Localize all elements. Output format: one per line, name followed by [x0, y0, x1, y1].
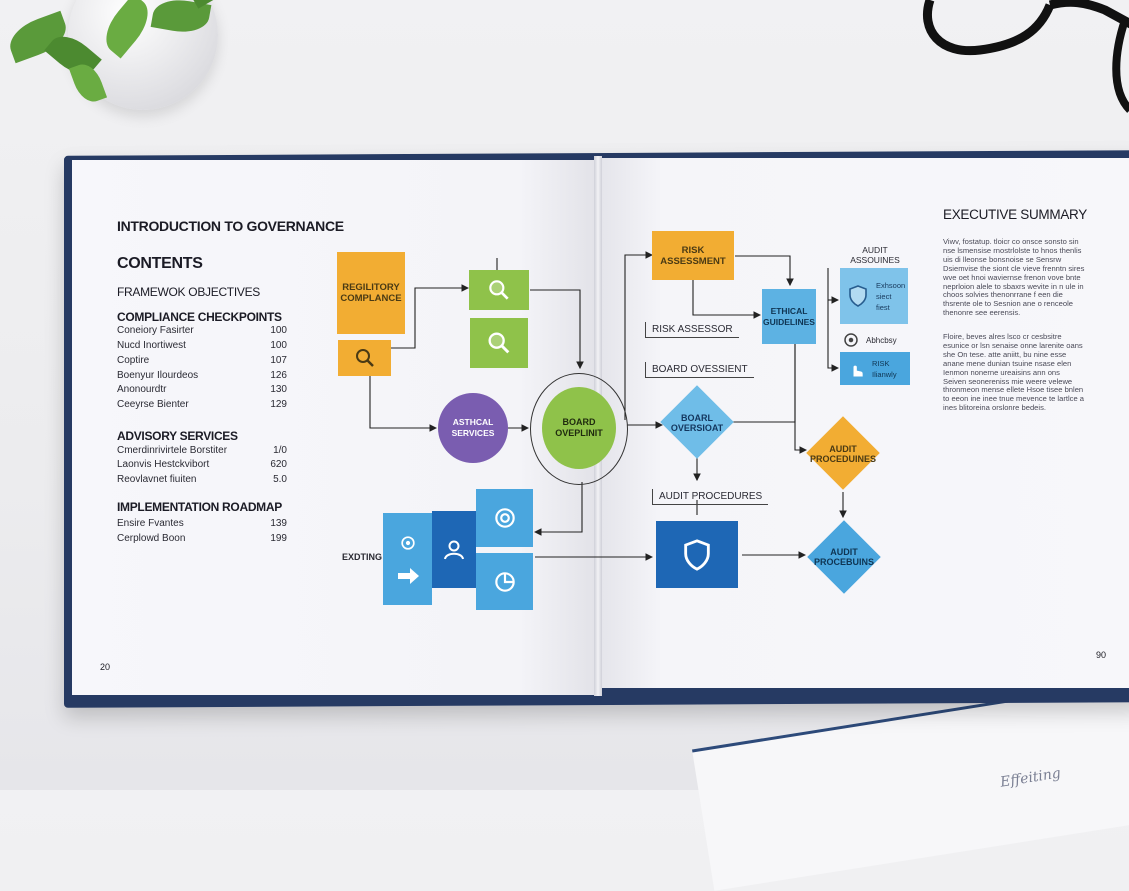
- arrow-right-icon: [397, 568, 419, 584]
- framework-heading: FRAMEWOK OBJECTIVES: [117, 285, 260, 299]
- shield-icon: [849, 285, 867, 307]
- left-page-title: INTRODUCTION TO GOVERNANCE: [117, 218, 344, 234]
- executive-summary-title: EXECUTIVE SUMMARY: [943, 207, 1087, 222]
- audit-item-row: Abhcbsy: [842, 331, 897, 349]
- pie-chart-icon: [494, 571, 515, 592]
- shield-tile: [656, 521, 738, 588]
- board-oversight-ring: [530, 373, 628, 485]
- audit-procedures-diamond-bottom-label: AUDIT PROCEBUINS: [813, 547, 874, 567]
- board-oversight-circle: BOARD OVEPLINIT: [542, 387, 616, 469]
- eyeglasses: [922, 0, 1129, 113]
- magnifier-icon: [489, 280, 509, 300]
- search-tile-green: [469, 270, 529, 310]
- regulatory-compliance-box: REGILITORY COMPLANCE: [337, 252, 405, 334]
- shield-icon: [684, 538, 710, 571]
- search-tile: [338, 340, 391, 376]
- board-oversight-diamond-label: BOARL OVERSIOAT: [670, 413, 724, 433]
- contents-heading: CONTENTS: [117, 255, 203, 272]
- magnifier-icon: [488, 332, 510, 354]
- gear-icon: [400, 536, 415, 550]
- compliance-heading: COMPLIANCE CHECKPOINTS: [117, 310, 282, 324]
- audit-assurances-title: AUDIT ASSOUINES: [850, 245, 900, 265]
- right-page-number: 90: [1096, 650, 1107, 660]
- summary-paragraph-1: Viwv, fostatup. tloicr co onsce sonsto s…: [943, 237, 1085, 318]
- audit-procedures-diamond-top-label: AUDIT PROCEDUINES: [810, 444, 877, 464]
- advisory-heading: ADVISORY SERVICES: [117, 429, 238, 443]
- hand-pointer-icon: [853, 365, 863, 376]
- target-icon: [494, 508, 515, 528]
- risk-tile: RISK Ilianwly: [840, 352, 910, 385]
- magnifier-icon: [355, 349, 374, 367]
- target-tile: [476, 489, 533, 547]
- audit-item-tile: Exhsoon siect fiest: [840, 268, 908, 324]
- summary-paragraph-2: Floire, beves alres lsco cr cesbsitre es…: [943, 332, 1084, 413]
- user-tile: [432, 511, 476, 588]
- board-oversight-label: BOARD OVESSIENT: [645, 362, 754, 378]
- settings-icon: [844, 333, 858, 347]
- risk-assessment-box: RISK ASSESSMENT: [652, 231, 734, 280]
- search-tile-green-2: [470, 318, 528, 368]
- flow-connectors: [369, 251, 847, 561]
- process-tile: [383, 513, 432, 605]
- ethical-services-circle: ASTHCAL SERVICES: [438, 393, 508, 463]
- exiting-label: EXDTING: [342, 552, 383, 562]
- regulatory-compliance-label: REGILITORY COMPLANCE: [340, 282, 402, 304]
- left-page-number: 20: [100, 662, 111, 672]
- person-icon: [444, 540, 464, 559]
- audit-procedures-label: AUDIT PROCEDURES: [652, 489, 769, 505]
- ethical-guidelines-box: ETHICAL GUIDELINES: [762, 289, 816, 344]
- risk-assessor-label: RISK ASSESSOR: [645, 322, 739, 338]
- roadmap-heading: IMPLEMENTATION ROADMAP: [117, 500, 282, 514]
- chart-tile: [476, 553, 533, 610]
